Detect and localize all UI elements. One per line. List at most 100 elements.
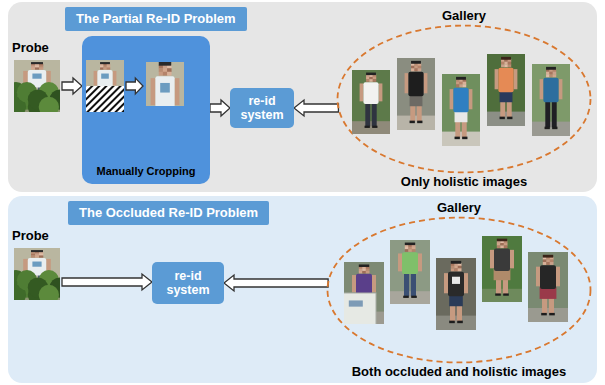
arm — [510, 250, 514, 268]
shoe — [541, 313, 547, 315]
pixelated-face — [31, 254, 35, 256]
pixelated-face — [411, 66, 415, 69]
arm — [398, 253, 402, 271]
photo-background — [442, 74, 480, 146]
arm — [379, 83, 383, 101]
pixelated-face — [546, 72, 550, 75]
shoe — [410, 121, 415, 124]
photo-background — [436, 258, 476, 330]
board-mark — [349, 300, 363, 306]
person-photo — [482, 236, 522, 302]
leg — [411, 273, 416, 296]
shirt — [494, 249, 510, 271]
pixelated-face — [456, 84, 460, 87]
person-photo — [14, 248, 60, 300]
pixelated-face — [463, 84, 467, 87]
pixelated-face — [359, 271, 363, 274]
pixelated-face — [107, 67, 111, 69]
person-photo — [528, 252, 568, 322]
pixelated-face — [451, 268, 455, 271]
photo-background — [390, 240, 430, 304]
shorts — [449, 295, 463, 306]
panel-title: The Partial Re-ID Problem — [76, 11, 236, 27]
hollow-arrow — [62, 78, 82, 94]
leg — [365, 103, 370, 126]
arm — [450, 89, 454, 109]
shorts — [410, 95, 423, 106]
person-photo — [487, 54, 525, 126]
pixelated-face — [549, 72, 553, 75]
leg — [552, 101, 557, 127]
leg — [545, 101, 550, 127]
pixelated-face — [359, 269, 363, 272]
person-photo — [436, 258, 476, 330]
pixelated-face — [31, 255, 35, 257]
pixelated-face — [362, 271, 366, 274]
photo-ground — [436, 316, 476, 330]
hair — [31, 250, 43, 252]
arm — [536, 267, 540, 287]
system-box: re-id system — [230, 88, 294, 128]
leg — [404, 273, 409, 296]
pixelated-face — [411, 68, 415, 71]
pixelated-face — [159, 68, 163, 72]
shirt — [448, 272, 464, 296]
shirt — [97, 70, 112, 88]
probe-label: Probe — [12, 40, 62, 56]
pixelated-face — [550, 262, 554, 265]
person-photo — [397, 58, 435, 130]
shirt-print — [101, 74, 109, 79]
bush — [39, 97, 59, 112]
system-box: re-id system — [152, 262, 224, 304]
probe-label: Probe — [12, 228, 62, 244]
person-photo — [352, 70, 390, 134]
pixelated-face — [39, 254, 43, 256]
pixelated-face — [414, 68, 418, 71]
arm — [556, 267, 560, 287]
gallery-caption: Both occluded and holistic images — [352, 364, 567, 380]
shoe — [455, 137, 460, 140]
pixelated-face — [546, 259, 550, 262]
pixelated-face — [100, 67, 104, 69]
shirt-print — [452, 277, 460, 284]
shirt — [453, 88, 468, 112]
pixelated-face — [418, 68, 422, 71]
shoe — [417, 121, 422, 124]
shoe — [507, 117, 512, 120]
shoe — [411, 296, 417, 298]
pixelated-face — [550, 259, 554, 262]
pixelated-face — [497, 243, 501, 246]
pixelated-face — [408, 247, 412, 250]
pixelated-face — [366, 271, 370, 274]
arm — [372, 275, 376, 292]
pixelated-face — [454, 266, 458, 269]
system-label: re-id system — [156, 269, 220, 298]
photo-ground — [397, 116, 435, 130]
pixelated-face — [167, 72, 171, 76]
pixelated-face — [366, 269, 370, 272]
pixelated-face — [107, 66, 111, 68]
shorts — [500, 91, 513, 102]
hollow-arrow — [294, 100, 338, 116]
photo-ground — [352, 121, 390, 134]
pixelated-face — [31, 66, 35, 68]
pixelated-face — [504, 245, 508, 248]
hollow-arrow — [224, 275, 328, 291]
pixelated-face — [163, 72, 167, 76]
pixelated-face — [39, 255, 43, 257]
pixelated-face — [549, 74, 553, 77]
hair — [366, 73, 376, 76]
pixelated-face — [39, 66, 43, 68]
gallery-heading: Gallery — [442, 8, 486, 24]
arm — [418, 253, 422, 271]
gallery-ellipse — [338, 26, 591, 173]
photo-ground — [487, 112, 525, 126]
hollow-arrow — [210, 100, 230, 116]
pixelated-face — [35, 67, 39, 69]
shirt — [408, 72, 423, 96]
hollow-arrow — [62, 274, 152, 290]
pixelated-face — [35, 254, 39, 256]
arm — [464, 273, 468, 293]
system-label: re-id system — [234, 94, 290, 123]
